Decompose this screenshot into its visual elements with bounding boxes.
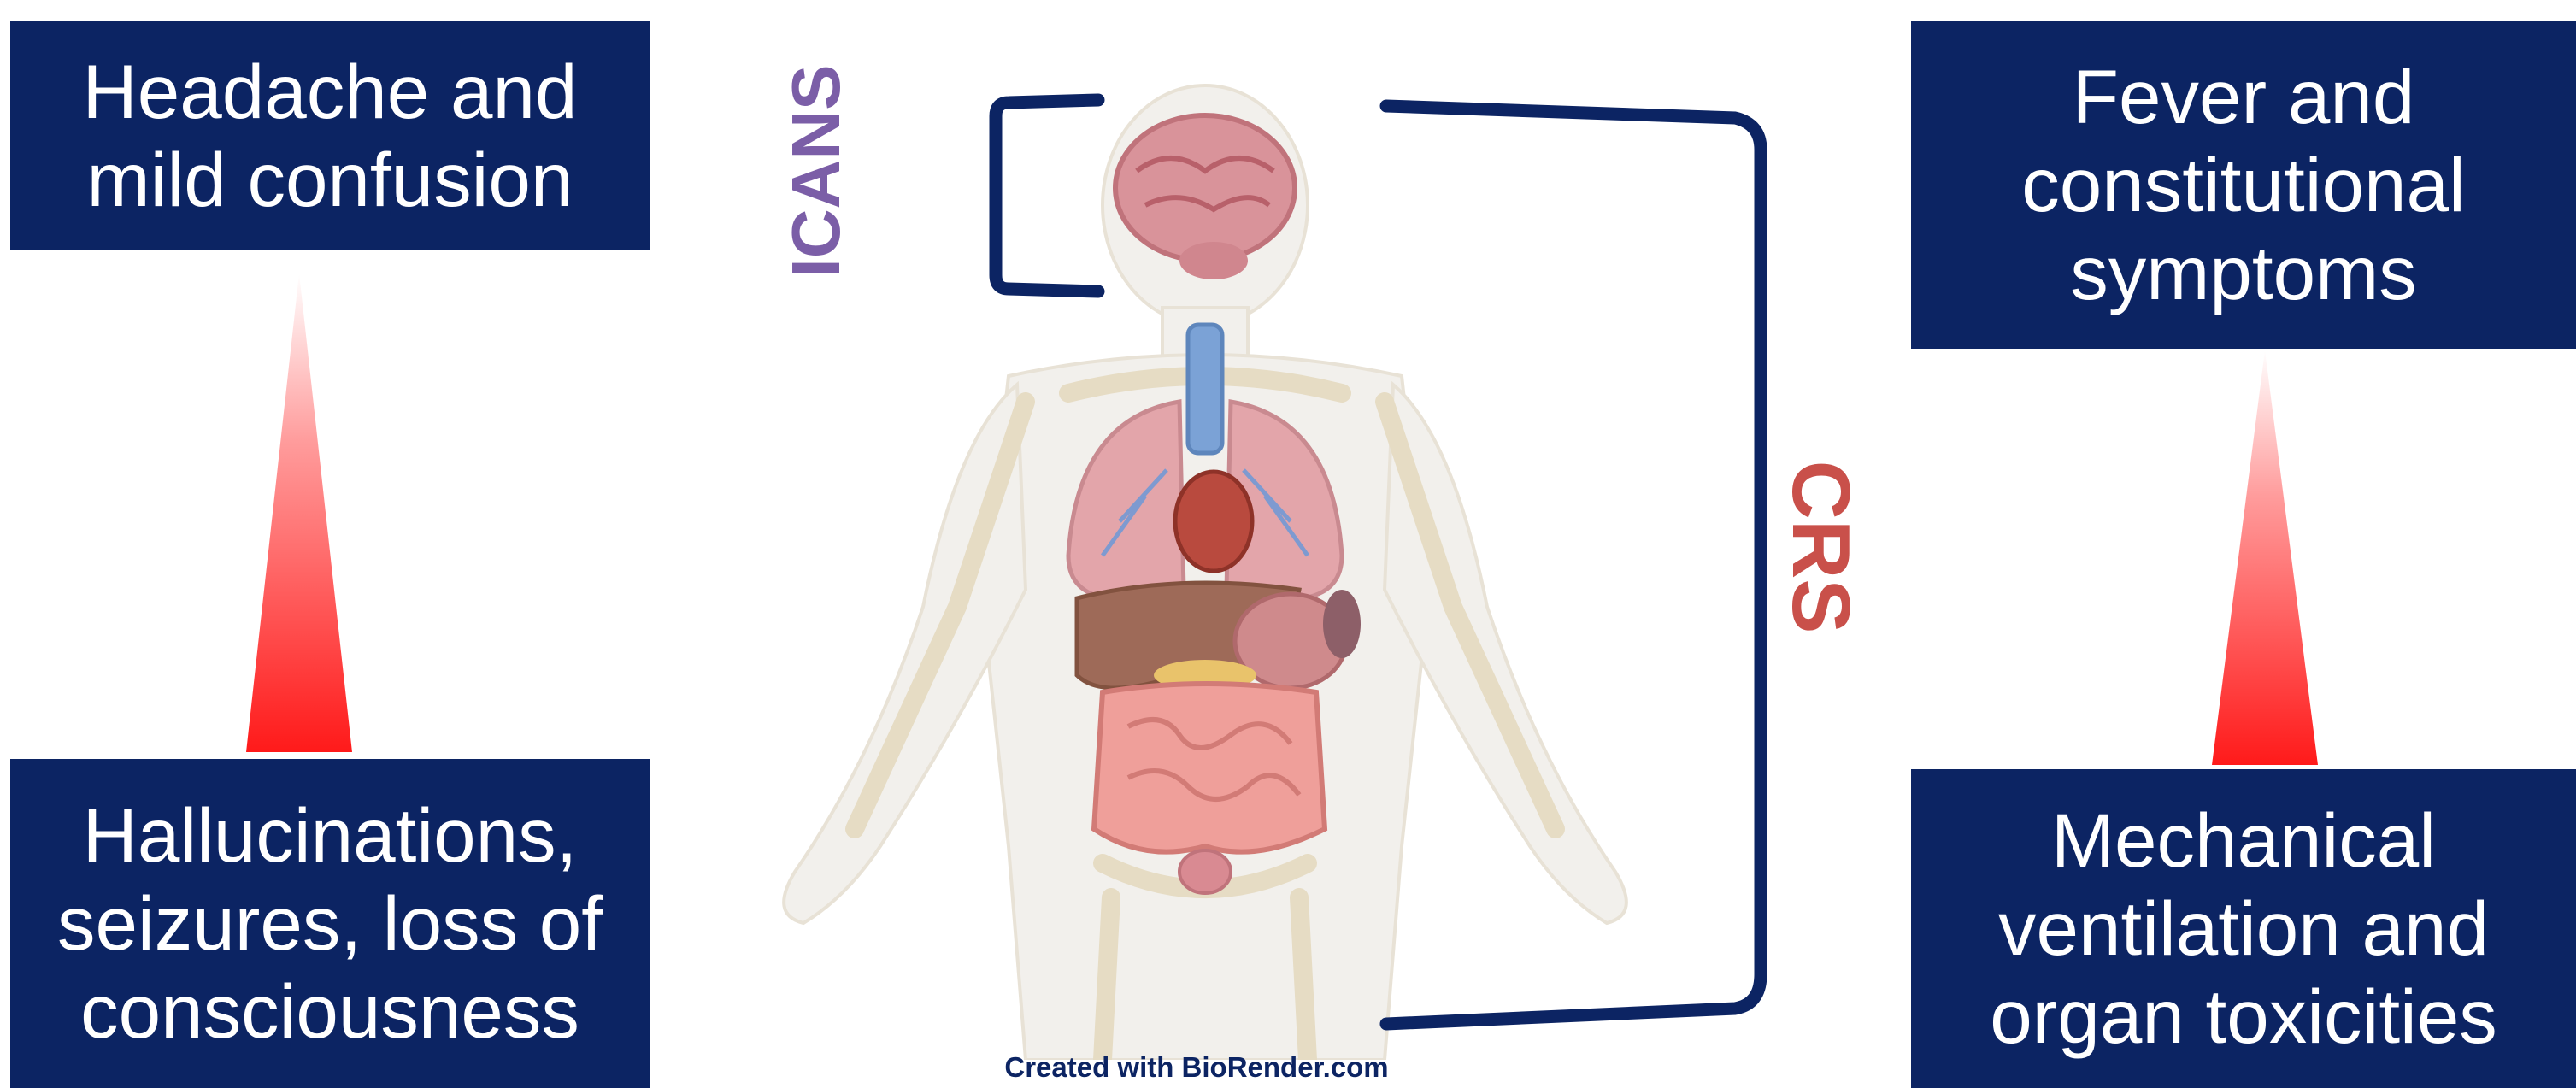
crs-severity-arrow-icon xyxy=(2197,350,2333,765)
crs-label: CRS xyxy=(1778,453,1863,641)
icans-label: ICANS xyxy=(782,64,850,278)
crs-severe-symptoms-box: Mechanical ventilation and organ toxicit… xyxy=(1911,769,2576,1088)
icans-mild-symptoms-box: Headache and mild confusion xyxy=(10,21,650,250)
icans-severity-arrow-icon xyxy=(231,273,368,752)
icans-severe-symptoms-box: Hallucinations, seizures, loss of consci… xyxy=(10,759,650,1088)
biorender-credit: Created with BioRender.com xyxy=(855,1051,1538,1084)
crs-mild-symptoms-box: Fever and constitutional symptoms xyxy=(1911,21,2576,349)
